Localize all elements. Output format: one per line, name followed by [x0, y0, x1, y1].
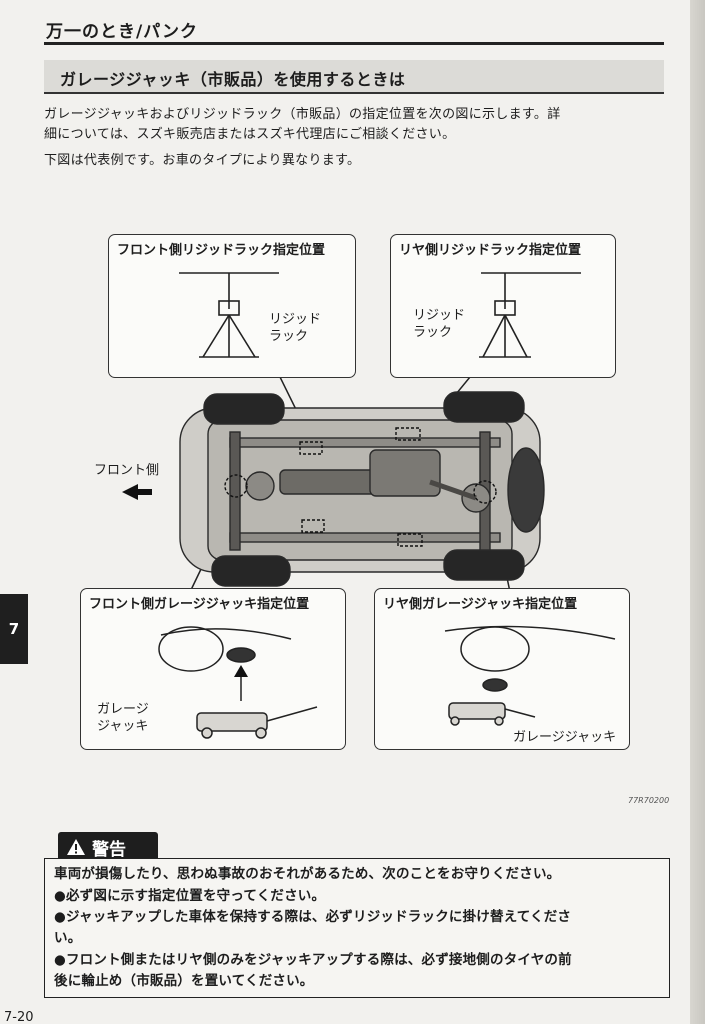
front-rack-callout: フロント側リジッドラック指定位置 リジッド ラック [108, 234, 356, 378]
warning-box [44, 858, 670, 998]
page-header-title: 万一のとき/パンク [46, 22, 199, 42]
page-edge [690, 0, 705, 1024]
front-direction-label: フロント側 [94, 463, 160, 478]
intro-line-3: 下図は代表例です。お車のタイプにより異なります。 [44, 153, 361, 168]
rear-rack-callout: リヤ側リジッドラック指定位置 リジッド ラック [390, 234, 616, 378]
garage-jack-rear-icon [444, 625, 616, 726]
warning-label-text: 警告 [92, 839, 126, 860]
section-title-bar [44, 60, 664, 94]
rear-jack-callout: リヤ側ガレージジャッキ指定位置 ガレージジャッキ [374, 588, 630, 750]
intro-line-1: ガレージジャッキおよびリジッドラック（市販品）の指定位置を次の図に示します。詳 [44, 107, 561, 122]
front-rack-callout-title: フロント側リジッドラック指定位置 [117, 243, 326, 258]
page-number: 7-20 [4, 1010, 34, 1024]
manual-page: 万一のとき/パンク ガレージジャッキ（市販品）を使用するときは ガレージジャッキ… [0, 0, 690, 1024]
vehicle-underside-diagram [122, 376, 545, 593]
section-title: ガレージジャッキ（市販品）を使用するときは [60, 70, 406, 89]
warning-line-4: い。 [54, 930, 82, 946]
chapter-tab: 7 [0, 594, 28, 664]
jack-label-rear: ガレージジャッキ [513, 730, 617, 745]
rack-points [299, 427, 423, 547]
front-arrow-icon [122, 484, 152, 500]
warning-line-2: ●必ず図に示す指定位置を守ってください。 [54, 888, 326, 904]
warning-line-5: ●フロント側またはリヤ側のみをジャッキアップする際は、必ず接地側のタイヤの前 [54, 952, 572, 968]
rack-label-rear: リジッド ラック [413, 308, 466, 340]
warning-line-3: ●ジャッキアップした車体を保持する際は、必ずリジッドラックに掛け替えてくださ [54, 909, 572, 925]
jack-points [224, 474, 497, 504]
header-rule [44, 42, 664, 45]
jack-label-front: ガレージ ジャッキ [97, 702, 149, 734]
rear-jack-callout-title: リヤ側ガレージジャッキ指定位置 [383, 597, 578, 612]
rack-label-front: リジッド ラック [269, 312, 322, 344]
rigid-rack-front-icon [179, 272, 279, 358]
garage-jack-front-icon [158, 626, 318, 739]
front-jack-callout-title: フロント側ガレージジャッキ指定位置 [89, 597, 310, 612]
warning-label: 警告 [58, 832, 158, 862]
warning-triangle-icon [67, 839, 85, 855]
vehicle-body [179, 391, 545, 587]
rear-rack-callout-title: リヤ側リジッドラック指定位置 [399, 243, 582, 258]
front-jack-callout: フロント側ガレージジャッキ指定位置 ガレージ ジャッキ [80, 588, 346, 750]
rigid-rack-rear-icon [479, 272, 581, 358]
intro-line-2: 細については、スズキ販売店またはスズキ代理店にご相談ください。 [44, 127, 456, 142]
figure-code: 77R70200 [628, 796, 670, 805]
warning-line-6: 後に輪止め（市販品）を置いてください。 [54, 973, 314, 989]
warning-line-1: 車両が損傷したり、思わぬ事故のおそれがあるため、次のことをお守りください。 [54, 866, 561, 882]
